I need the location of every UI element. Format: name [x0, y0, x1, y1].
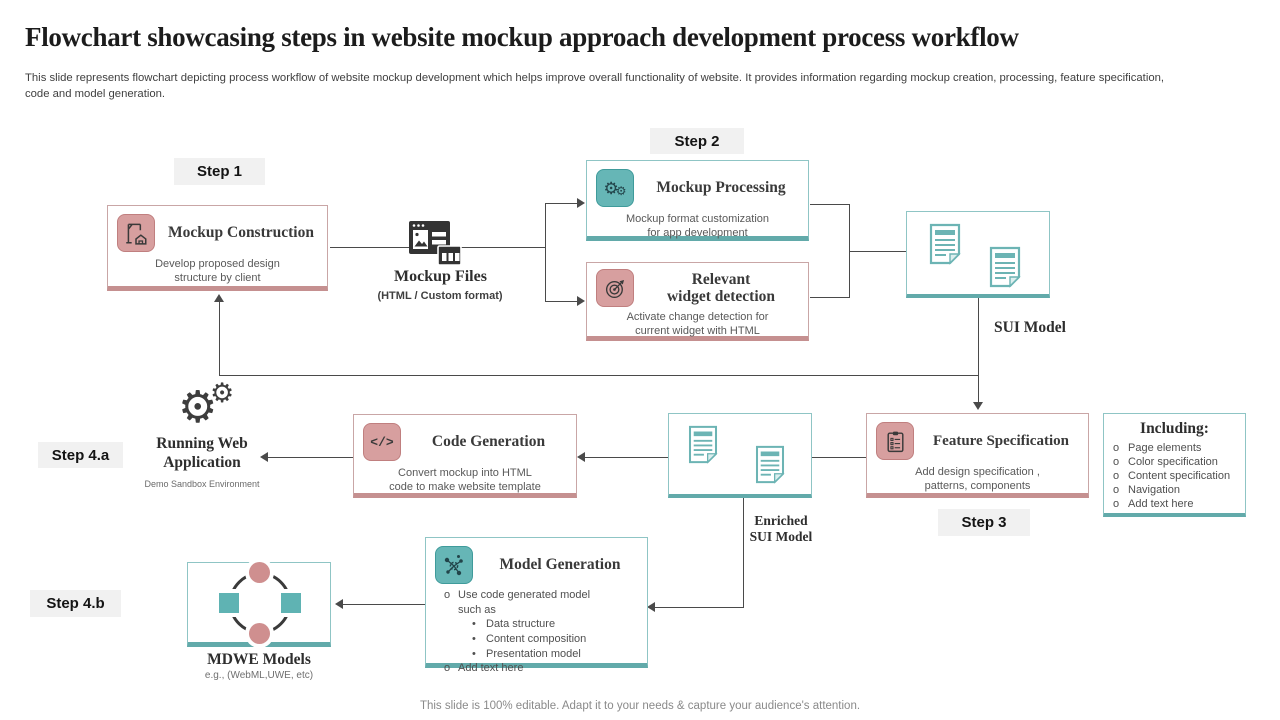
connector-sui-to-feature	[978, 298, 979, 404]
connector-feature-to-enriched	[812, 457, 866, 458]
crane-icon	[117, 214, 155, 252]
bullet-marker: o	[1113, 456, 1120, 469]
mockup-files-label: Mockup Files	[394, 268, 487, 285]
mockup-construction-desc: Develop proposed design structure by cli…	[155, 258, 280, 285]
page-title: Flowchart showcasing steps in website mo…	[25, 22, 1019, 52]
document-icon	[688, 425, 718, 469]
step-4b-label: Step 4.b	[30, 590, 121, 617]
bullet-marker: •	[472, 647, 476, 660]
arrow-into-construction	[214, 294, 224, 302]
connector-feedback-horizontal	[219, 375, 979, 376]
bullet-marker: o	[444, 662, 451, 675]
bullet-marker: o	[1113, 442, 1120, 454]
running-app-gears-icon: ⚙⚙	[178, 378, 235, 432]
enriched-sui-model-box	[668, 413, 812, 498]
molecule-icon	[435, 546, 473, 584]
mockup-construction-title: Mockup Construction	[168, 224, 314, 242]
document-icon	[989, 246, 1021, 293]
code-generation-desc: Convert mockup into HTML code to make we…	[389, 467, 541, 494]
connector-split-vertical	[545, 203, 546, 302]
connector-enriched-down	[743, 498, 744, 608]
arrow-into-model-generation	[647, 602, 655, 612]
connector-to-widget-detection	[545, 301, 578, 302]
bullet-marker: o	[1113, 470, 1120, 483]
connector-to-model-generation	[654, 607, 743, 608]
widget-detection-desc: Activate change detection for current wi…	[626, 311, 769, 338]
bullet-marker: o	[1113, 484, 1120, 497]
sui-model-box	[906, 211, 1050, 298]
sui-model-label: SUI Model	[994, 319, 1066, 336]
step-2-label: Step 2	[650, 128, 744, 154]
running-web-application-sublabel: Demo Sandbox Environment	[144, 479, 260, 489]
connector-to-mdwe-models	[342, 604, 425, 605]
document-icon	[755, 445, 785, 489]
connector-processing-out	[810, 204, 850, 205]
arrow-into-feature-spec	[973, 402, 983, 410]
running-web-application-label: Running Web Application	[156, 435, 248, 471]
connector-widget-out	[810, 297, 850, 298]
including-title: Including:	[1140, 420, 1209, 437]
mockup-processing-desc: Mockup format customization for app deve…	[625, 213, 770, 240]
mockup-processing-card: ⚙⚙ Mockup Processing Mockup format custo…	[586, 160, 809, 241]
list-item: •Content composition	[472, 632, 587, 645]
mdwe-models-box	[187, 562, 331, 647]
connector-into-sui-model	[849, 251, 906, 252]
arrow-into-running-app	[260, 452, 268, 462]
feature-specification-card: Feature Specification Add design specifi…	[866, 413, 1089, 498]
cycle-diagram-icon	[219, 562, 301, 644]
mockup-files-sublabel: (HTML / Custom format)	[377, 290, 503, 302]
widget-detection-card: Relevant widget detection Activate chang…	[586, 262, 809, 341]
mockup-files-icon	[408, 220, 462, 271]
code-generation-title: Code Generation	[431, 433, 546, 451]
bullet-marker: •	[472, 618, 476, 631]
document-icon	[929, 223, 961, 270]
enriched-sui-model-label: Enriched SUI Model	[749, 513, 813, 545]
code-generation-card: </> Code Generation Convert mockup into …	[353, 414, 577, 498]
bullet-marker: •	[472, 632, 476, 645]
bullet-marker: o	[444, 589, 451, 601]
step-1-label: Step 1	[174, 158, 265, 185]
bullet-marker: o	[1113, 498, 1120, 511]
arrow-into-widget-detection	[577, 296, 585, 306]
mdwe-models-sublabel: e.g., (WebML,UWE, etc)	[204, 670, 314, 681]
connector-code-to-running-app	[267, 457, 353, 458]
footer-note: This slide is 100% editable. Adapt it to…	[419, 700, 861, 712]
feature-specification-desc: Add design specification , patterns, com…	[915, 466, 1040, 493]
mockup-processing-title: Mockup Processing	[656, 179, 786, 197]
mdwe-models-label: MDWE Models	[207, 651, 311, 668]
widget-detection-title: Relevant widget detection	[666, 270, 776, 305]
clipboard-icon	[876, 422, 914, 460]
connector-feedback-up	[219, 302, 220, 376]
connector-enriched-to-code	[584, 457, 668, 458]
arrow-into-code-generation	[577, 452, 585, 462]
code-icon: </>	[363, 423, 401, 461]
list-item: •Presentation model	[472, 647, 581, 660]
arrow-into-mdwe-models	[335, 599, 343, 609]
target-icon	[596, 269, 634, 307]
step-4a-label: Step 4.a	[38, 442, 123, 468]
gears-icon: ⚙⚙	[596, 169, 634, 207]
mockup-construction-card: Mockup Construction Develop proposed des…	[107, 205, 328, 291]
model-generation-title: Model Generation	[499, 556, 621, 574]
feature-specification-title: Feature Specification	[933, 432, 1069, 449]
arrow-into-processing	[577, 198, 585, 208]
connector-to-processing	[545, 203, 578, 204]
step-3-label: Step 3	[938, 509, 1030, 536]
list-item: •Data structure	[472, 618, 556, 631]
page-subtitle: This slide represents flowchart depictin…	[25, 72, 1165, 101]
